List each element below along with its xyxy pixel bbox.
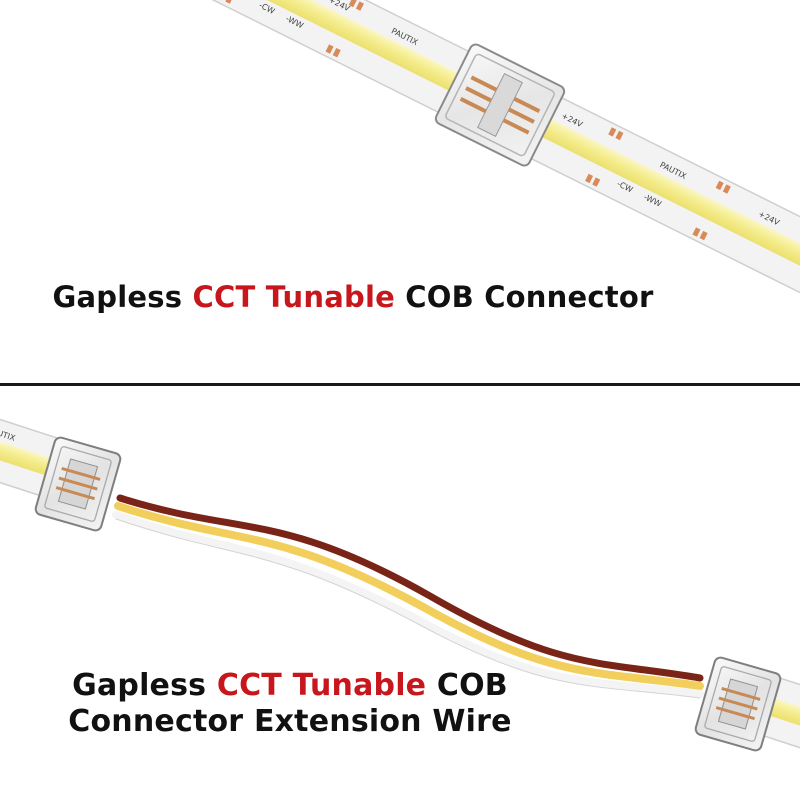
caption-line-1: Gapless CCT Tunable COB (0, 668, 580, 704)
led-strip: PAUTIX +24V -CW -WW +24V PAUTIX +24V -CW… (0, 0, 800, 341)
caption-line1-suffix: COB (426, 668, 508, 703)
clear-connector (434, 43, 566, 167)
top-caption: Gapless CCT Tunable COB Connector (0, 280, 800, 314)
brown-wire (116, 494, 704, 682)
yellow-wire (114, 502, 704, 690)
white-wire (112, 511, 704, 698)
white-wire-shadow (115, 518, 701, 699)
caption-highlight: CCT Tunable (192, 280, 395, 314)
caption-suffix: COB Connector (394, 280, 654, 314)
caption-line1-prefix: Gapless (72, 668, 217, 703)
caption-line1-highlight: CCT Tunable (216, 668, 427, 703)
panel-divider (0, 383, 800, 386)
caption-prefix: Gapless (52, 280, 193, 314)
caption-line-2: Connector Extension Wire (68, 704, 512, 739)
left-connector (34, 436, 122, 532)
right-connector (694, 656, 782, 752)
top-product-panel: PAUTIX +24V -CW -WW +24V PAUTIX +24V -CW… (0, 0, 800, 383)
bottom-caption: Gapless CCT Tunable COB Connector Extens… (0, 668, 580, 740)
three-wire-cable (112, 494, 704, 699)
bottom-product-panel: PAUTIX (0, 386, 800, 800)
extension-wire-illustration: PAUTIX (0, 410, 800, 765)
cob-strip-connector-illustration: PAUTIX +24V -CW -WW +24V PAUTIX +24V -CW… (0, 0, 800, 341)
